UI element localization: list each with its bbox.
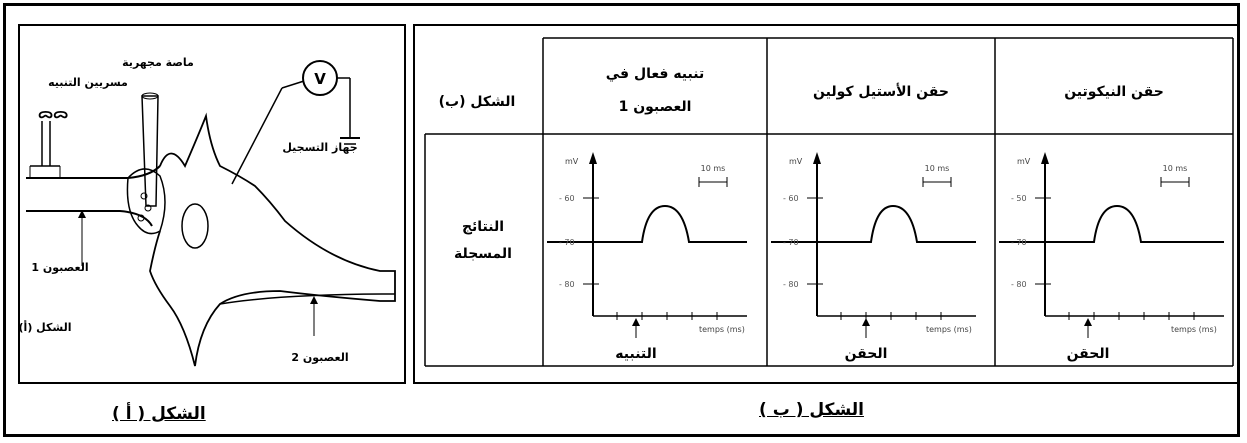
graph-acetylcholine-event: الحقن bbox=[845, 346, 888, 362]
header-figure-b: الشكل (ب) bbox=[439, 94, 516, 110]
svg-text:V: V bbox=[314, 70, 326, 88]
caption-figure-b: الشكل ( ب ) bbox=[759, 400, 864, 420]
trace-nicotine bbox=[999, 204, 1224, 243]
svg-text:- 60: - 60 bbox=[783, 194, 799, 203]
svg-text:10 ms: 10 ms bbox=[1163, 164, 1188, 173]
panel-a-neuron-diagram: V ᯅᯅ مسريين التنبيه ماصة مجهرية جهاز الت… bbox=[18, 24, 406, 384]
svg-text:temps (ms): temps (ms) bbox=[699, 325, 745, 334]
graph-effective-stimulation-event: التنبيه bbox=[615, 346, 656, 362]
svg-text:- 70: - 70 bbox=[559, 238, 575, 247]
trace-effective-stimulation bbox=[547, 204, 747, 243]
label-stimulation-electrodes: مسريين التنبيه bbox=[48, 76, 128, 89]
row-label-recorded-results-line1: النتائج bbox=[462, 219, 504, 235]
neuron-diagram: V ᯅᯅ مسريين التنبيه ماصة مجهرية جهاز الت… bbox=[19, 56, 396, 367]
label-micropipette: ماصة مجهرية bbox=[122, 56, 194, 69]
svg-text:10 ms: 10 ms bbox=[925, 164, 950, 173]
graph-nicotine-event: الحقن bbox=[1067, 346, 1110, 362]
graph-nicotine: 10 ms mV - 50 - 70 - 80 temps (ms) الحقن bbox=[999, 152, 1224, 362]
svg-text:temps (ms): temps (ms) bbox=[926, 325, 972, 334]
svg-text:- 70: - 70 bbox=[783, 238, 799, 247]
results-table: الشكل (ب) تنبيه فعال في العصبون 1 حقن ال… bbox=[424, 37, 1234, 367]
label-axon-1: العصبون 1 bbox=[31, 261, 88, 274]
svg-text:mV: mV bbox=[1017, 157, 1031, 166]
svg-text:mV: mV bbox=[565, 157, 579, 166]
svg-text:- 80: - 80 bbox=[559, 280, 575, 289]
header-col-effective-stimulation-line2: العصبون 1 bbox=[619, 99, 692, 115]
svg-text:ᯅᯅ: ᯅᯅ bbox=[38, 106, 68, 122]
panel-b-results-table: الشكل (ب) تنبيه فعال في العصبون 1 حقن ال… bbox=[413, 24, 1240, 384]
svg-text:- 60: - 60 bbox=[559, 194, 575, 203]
svg-text:- 80: - 80 bbox=[1011, 280, 1027, 289]
label-axon-2: العصبون 2 bbox=[291, 351, 348, 364]
svg-text:10 ms: 10 ms bbox=[701, 164, 726, 173]
header-col-effective-stimulation-line1: تنبيه فعال في bbox=[606, 66, 704, 82]
trace-acetylcholine bbox=[771, 204, 976, 243]
graph-acetylcholine: 10 ms mV - 60 - 70 - 80 temps (ms) الحقن bbox=[771, 152, 976, 362]
row-label-recorded-results-line2: المسجلة bbox=[454, 246, 512, 262]
svg-text:- 50: - 50 bbox=[1011, 194, 1027, 203]
label-figure-a-inner: الشكل (أ) bbox=[20, 320, 71, 334]
svg-text:- 70: - 70 bbox=[1011, 238, 1027, 247]
svg-text:temps (ms): temps (ms) bbox=[1171, 325, 1217, 334]
graph-effective-stimulation: 10 ms mV - 60 - 70 - 80 temps (ms) التنب… bbox=[547, 152, 747, 362]
svg-text:- 80: - 80 bbox=[783, 280, 799, 289]
caption-figure-a: الشكل ( أ ) bbox=[112, 404, 206, 424]
label-recording-device: جهاز التسجيل bbox=[282, 141, 357, 154]
svg-text:mV: mV bbox=[789, 157, 803, 166]
header-col-nicotine: حقن النيكوتين bbox=[1064, 84, 1164, 100]
header-col-acetylcholine: حقن الأستيل كولين bbox=[813, 83, 949, 100]
